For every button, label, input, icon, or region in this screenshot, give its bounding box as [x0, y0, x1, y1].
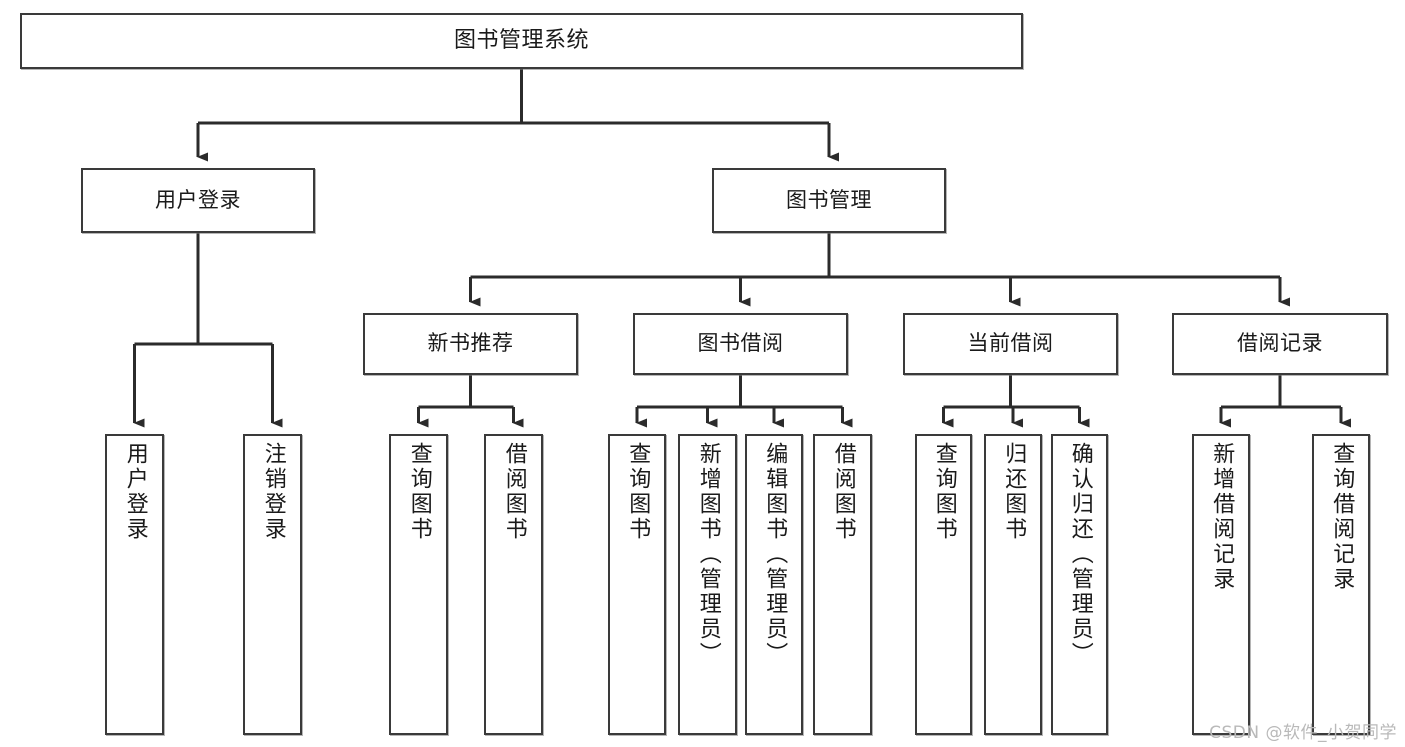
- node-label: 新增借阅记录: [1209, 442, 1235, 592]
- node-new-book-rec[interactable]: 新书推荐: [363, 313, 578, 375]
- node-leaf-query-book-3[interactable]: 查询图书: [915, 434, 972, 735]
- node-label: 查询图书: [931, 442, 957, 542]
- node-label: 新增图书（管理员）: [695, 442, 721, 667]
- node-leaf-user-login[interactable]: 用户登录: [105, 434, 164, 735]
- node-label: 借阅图书: [830, 442, 856, 542]
- node-label: 图书管理: [786, 187, 872, 212]
- node-label: 归还图书: [1001, 442, 1027, 542]
- node-leaf-add-book[interactable]: 新增图书（管理员）: [678, 434, 737, 735]
- node-label: 用户登录: [122, 442, 148, 542]
- node-leaf-borrow-book-1[interactable]: 借阅图书: [484, 434, 543, 735]
- watermark-text: CSDN @软件_小贺同学: [1209, 723, 1397, 743]
- node-label: 查询借阅记录: [1329, 442, 1355, 592]
- node-leaf-logout[interactable]: 注销登录: [243, 434, 302, 735]
- node-leaf-query-book-1[interactable]: 查询图书: [389, 434, 448, 735]
- node-label: 新书推荐: [427, 331, 514, 356]
- node-label: 借阅图书: [501, 442, 527, 542]
- node-root[interactable]: 图书管理系统: [20, 13, 1023, 69]
- node-leaf-borrow-book-2[interactable]: 借阅图书: [813, 434, 872, 735]
- node-label: 编辑图书（管理员）: [762, 442, 788, 667]
- node-label: 用户登录: [155, 187, 241, 212]
- node-leaf-add-record[interactable]: 新增借阅记录: [1192, 434, 1250, 735]
- node-label: 当前借阅: [967, 331, 1054, 356]
- node-label: 确认归还（管理员）: [1067, 442, 1093, 667]
- node-leaf-edit-book[interactable]: 编辑图书（管理员）: [745, 434, 803, 735]
- node-book-borrow[interactable]: 图书借阅: [633, 313, 848, 375]
- node-book-manage[interactable]: 图书管理: [712, 168, 946, 233]
- node-label: 注销登录: [260, 442, 286, 542]
- node-leaf-query-record[interactable]: 查询借阅记录: [1312, 434, 1370, 735]
- node-label: 图书借阅: [697, 331, 784, 356]
- node-label: 图书管理系统: [453, 27, 589, 53]
- node-user-login[interactable]: 用户登录: [81, 168, 315, 233]
- node-leaf-confirm-return[interactable]: 确认归还（管理员）: [1051, 434, 1108, 735]
- node-leaf-return-book[interactable]: 归还图书: [984, 434, 1042, 735]
- node-label: 查询图书: [625, 442, 651, 542]
- node-current-borrow[interactable]: 当前借阅: [903, 313, 1118, 375]
- node-label: 查询图书: [406, 442, 432, 542]
- node-leaf-query-book-2[interactable]: 查询图书: [608, 434, 666, 735]
- node-borrow-record[interactable]: 借阅记录: [1172, 313, 1388, 375]
- node-label: 借阅记录: [1237, 331, 1323, 356]
